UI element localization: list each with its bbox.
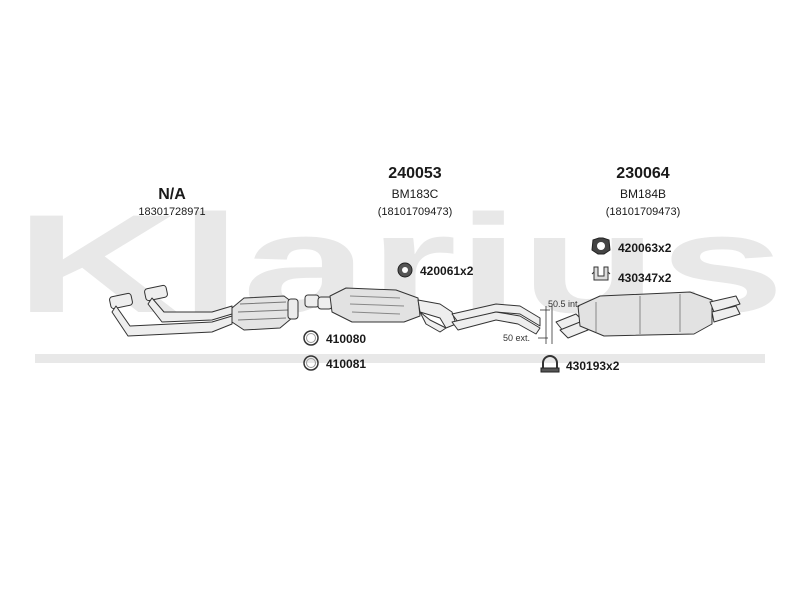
- part-number: 420061x2: [420, 264, 474, 278]
- part-number: 410081: [326, 357, 367, 371]
- rubber-hanger-icon: [397, 262, 413, 278]
- part-number: 430347x2: [618, 271, 672, 285]
- front-downpipe: [109, 284, 233, 337]
- rear-silencer: [555, 291, 741, 339]
- group-na-code: N/A: [158, 186, 186, 203]
- group-na-ref: 18301728971: [138, 206, 206, 218]
- middle-section: [304, 287, 541, 335]
- gasket-ring-icon: [303, 355, 319, 371]
- dimension-marks: [538, 306, 553, 344]
- bracket-icon: [591, 266, 611, 281]
- group-230064-ref: (18101709473): [605, 206, 681, 218]
- part-number: 430193x2: [566, 359, 620, 373]
- rubber-mount-icon: [591, 237, 611, 255]
- clamp-icon: [540, 355, 560, 373]
- gasket-ring-icon: [303, 330, 319, 346]
- group-230064-code: 230064: [616, 165, 670, 182]
- group-240053-code: 240053: [388, 165, 442, 182]
- watermark-bar: [35, 354, 765, 363]
- part-number: 410080: [326, 332, 367, 346]
- part-number: 420063x2: [618, 241, 672, 255]
- group-230064-model: BM184B: [619, 187, 667, 201]
- group-240053-ref: (18101709473): [377, 206, 453, 218]
- dimension-internal: 50.5 int.: [548, 299, 581, 309]
- catalytic-converter: [231, 295, 299, 331]
- dimension-external: 50 ext.: [503, 333, 531, 343]
- group-240053-model: BM183C: [391, 187, 439, 201]
